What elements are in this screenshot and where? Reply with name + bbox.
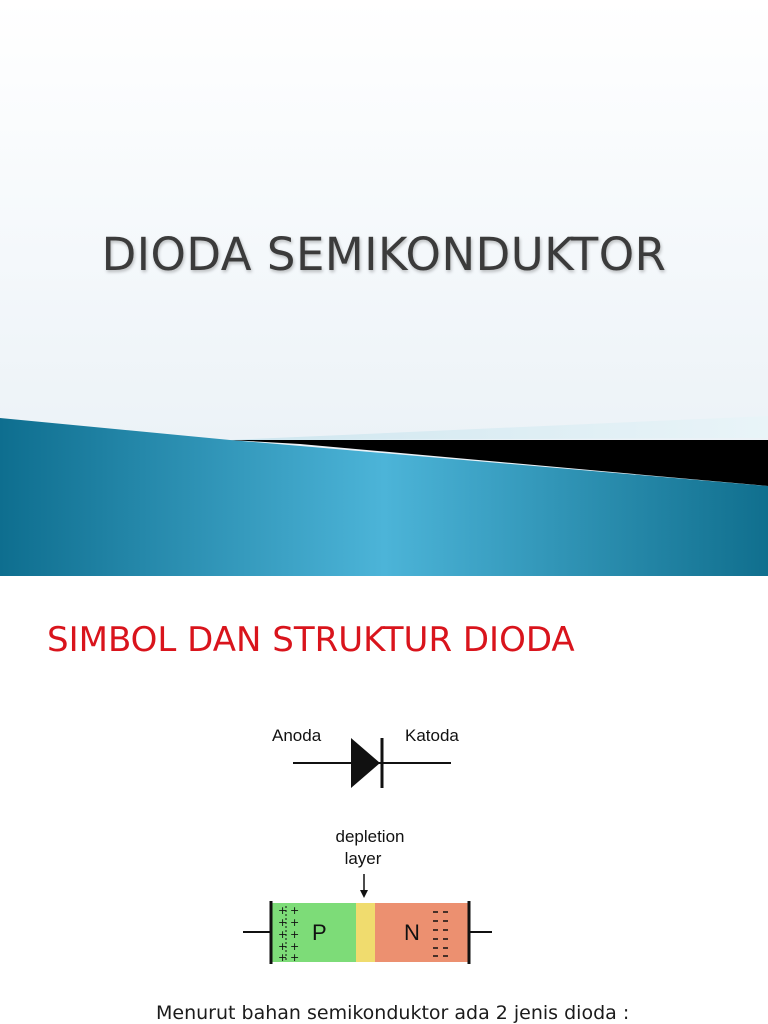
depletion-label-line2: layer	[345, 849, 382, 868]
p-charges: ++ ++ ++ ++ ++	[278, 904, 299, 964]
svg-text:+: +	[290, 951, 299, 964]
p-label: P	[312, 920, 327, 945]
pn-structure: ++ ++ ++ ++ ++ P N	[243, 901, 492, 964]
svg-text:+: +	[278, 904, 287, 917]
depletion-arrow-head	[360, 890, 368, 898]
depletion-region	[356, 903, 375, 962]
anode-label: Anoda	[272, 726, 322, 745]
n-charges	[433, 911, 448, 957]
diode-symbol: Anoda Katoda	[272, 726, 459, 788]
svg-text:+: +	[290, 940, 299, 953]
svg-text:+: +	[278, 951, 287, 964]
diode-diagram: Anoda Katoda depletion layer ++ ++	[243, 726, 492, 964]
svg-text:+: +	[278, 940, 287, 953]
svg-text:+: +	[278, 916, 287, 929]
svg-text:+: +	[290, 904, 299, 917]
p-region	[271, 903, 356, 962]
banner-teal-band	[0, 418, 768, 576]
slide-title: DIODA SEMIKONDUKTOR	[101, 228, 667, 281]
slide-caption: Menurut bahan semikonduktor ada 2 jenis …	[156, 1002, 630, 1024]
depletion-annotation: depletion layer	[335, 827, 405, 898]
svg-text:+: +	[278, 928, 287, 941]
svg-text:+: +	[290, 916, 299, 929]
diode-triangle	[351, 738, 380, 788]
content-slide: SIMBOL DAN STRUKTUR DIODA Anoda Katoda d…	[0, 576, 768, 1024]
slide-heading: SIMBOL DAN STRUKTUR DIODA	[47, 620, 575, 660]
n-label: N	[404, 920, 420, 945]
title-slide: DIODA SEMIKONDUKTOR	[0, 0, 768, 576]
depletion-label-line1: depletion	[335, 827, 404, 846]
decorative-banner	[0, 416, 768, 576]
n-region	[375, 903, 469, 962]
cathode-label: Katoda	[405, 726, 459, 745]
svg-text:+: +	[290, 928, 299, 941]
banner-light-band	[230, 416, 768, 440]
banner-black-band	[230, 440, 768, 486]
